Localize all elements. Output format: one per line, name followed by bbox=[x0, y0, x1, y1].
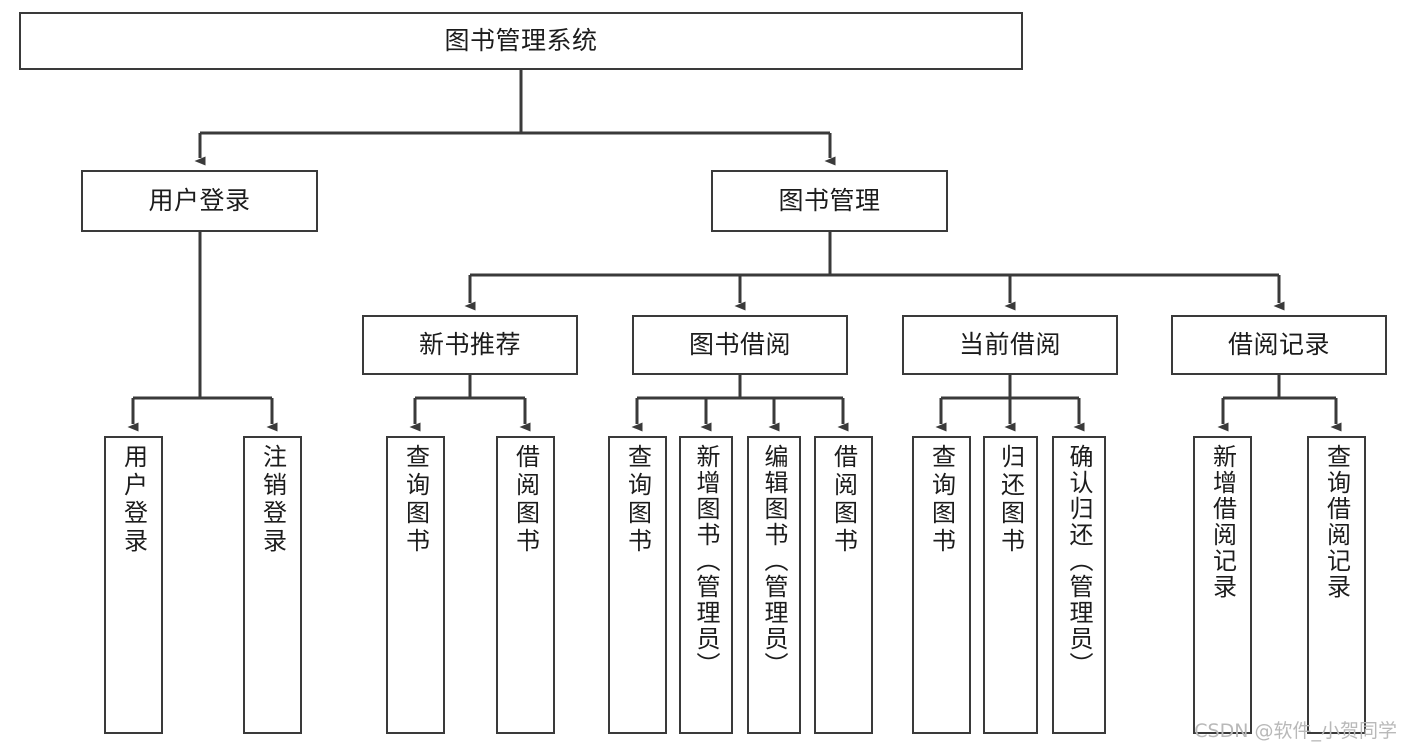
node-label: 查询借阅记录 bbox=[1322, 444, 1351, 600]
node-new-book-recommend[interactable]: 新书推荐 bbox=[362, 315, 578, 375]
node-label: 新书推荐 bbox=[418, 330, 521, 359]
csdn-watermark: CSDN @软件_小贺同学 bbox=[1194, 720, 1397, 742]
node-user-login[interactable]: 用户登录 bbox=[81, 170, 318, 232]
leaf-query-borrow-record[interactable]: 查询借阅记录 bbox=[1307, 436, 1366, 734]
node-label: 编辑图书（管理员） bbox=[760, 444, 788, 678]
node-label: 用户登录 bbox=[148, 186, 251, 215]
node-label: 图书借阅 bbox=[688, 330, 791, 359]
node-book-borrow[interactable]: 图书借阅 bbox=[632, 315, 848, 375]
leaf-user-login[interactable]: 用户登录 bbox=[104, 436, 163, 734]
node-book-management[interactable]: 图书管理 bbox=[711, 170, 948, 232]
node-label: 新增借阅记录 bbox=[1208, 444, 1237, 600]
leaf-confirm-return[interactable]: 确认归还（管理员） bbox=[1052, 436, 1106, 734]
node-label: 查询图书 bbox=[401, 444, 430, 556]
node-label: 查询图书 bbox=[927, 444, 956, 556]
node-label: 借阅图书 bbox=[829, 444, 858, 556]
node-label: 查询图书 bbox=[623, 444, 652, 556]
node-label: 图书管理系统 bbox=[444, 26, 598, 55]
leaf-borrow-book-recommend[interactable]: 借阅图书 bbox=[496, 436, 555, 734]
leaf-edit-book[interactable]: 编辑图书（管理员） bbox=[747, 436, 801, 734]
node-label: 注销登录 bbox=[258, 444, 287, 556]
node-label: 归还图书 bbox=[996, 444, 1025, 556]
leaf-add-borrow-record[interactable]: 新增借阅记录 bbox=[1193, 436, 1252, 734]
leaf-borrow-book[interactable]: 借阅图书 bbox=[814, 436, 873, 734]
leaf-query-book-current[interactable]: 查询图书 bbox=[912, 436, 971, 734]
leaf-query-book-borrow[interactable]: 查询图书 bbox=[608, 436, 667, 734]
node-label: 用户登录 bbox=[119, 444, 148, 556]
leaf-return-book[interactable]: 归还图书 bbox=[983, 436, 1038, 734]
leaf-logout-login[interactable]: 注销登录 bbox=[243, 436, 302, 734]
leaf-add-book[interactable]: 新增图书（管理员） bbox=[679, 436, 733, 734]
node-label: 借阅图书 bbox=[511, 444, 540, 556]
node-label: 确认归还（管理员） bbox=[1065, 444, 1093, 678]
node-label: 图书管理 bbox=[778, 186, 881, 215]
node-label: 借阅记录 bbox=[1227, 330, 1330, 359]
node-root-system[interactable]: 图书管理系统 bbox=[19, 12, 1023, 70]
leaf-query-book-recommend[interactable]: 查询图书 bbox=[386, 436, 445, 734]
node-borrow-record[interactable]: 借阅记录 bbox=[1171, 315, 1387, 375]
node-label: 当前借阅 bbox=[958, 330, 1061, 359]
node-current-borrow[interactable]: 当前借阅 bbox=[902, 315, 1118, 375]
node-label: 新增图书（管理员） bbox=[692, 444, 720, 678]
